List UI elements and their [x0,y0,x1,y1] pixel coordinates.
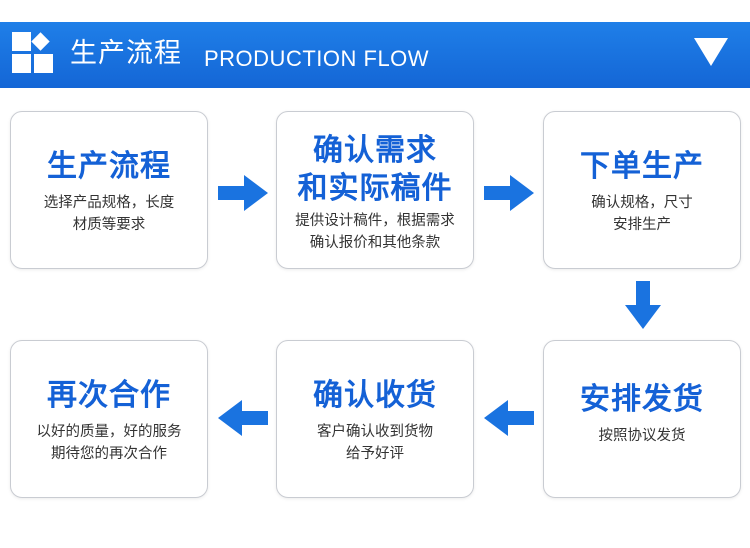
step-card-3: 下单生产 确认规格，尺寸 安排生产 [543,111,741,269]
step-desc: 提供设计稿件，根据需求 [295,213,455,229]
arrow-left-icon [218,400,268,436]
step-desc: 确认规格，尺寸 [591,195,693,211]
step-title: 再次合作 [47,378,171,413]
step-desc: 确认报价和其他条款 [309,235,441,251]
step-desc: 材质等要求 [72,217,146,233]
arrow-right-icon [218,175,268,211]
step-desc: 以好的质量，好的服务 [36,424,182,440]
header-bar: 生产流程 PRODUCTION FLOW [0,22,750,88]
step-desc: 安排生产 [613,217,671,233]
step-title: 安排发货 [580,382,704,417]
step-desc: 给予好评 [346,446,404,462]
chevron-down-icon[interactable] [694,38,728,66]
header-title-cn: 生产流程 [70,38,182,69]
arrow-down-icon [625,281,661,329]
grid-logo-icon [12,32,54,74]
arrow-right-icon [484,175,534,211]
step-desc: 期待您的再次合作 [51,446,167,462]
step-card-2: 确认需求 和实际稿件 提供设计稿件，根据需求 确认报价和其他条款 [276,111,474,269]
arrow-left-icon [484,400,534,436]
header-title-en: PRODUCTION FLOW [204,46,430,71]
step-title: 生产流程 [47,149,171,184]
step-card-5: 确认收货 客户确认收到货物 给予好评 [276,340,474,498]
step-desc: 按照协议发货 [598,428,686,444]
step-title: 确认需求 [313,133,437,168]
step-title: 和实际稿件 [297,171,453,206]
step-desc: 选择产品规格，长度 [43,195,175,211]
step-title: 下单生产 [580,149,704,184]
step-card-6: 再次合作 以好的质量，好的服务 期待您的再次合作 [10,340,208,498]
step-card-1: 生产流程 选择产品规格，长度 材质等要求 [10,111,208,269]
step-card-4: 安排发货 按照协议发货 [543,340,741,498]
step-title: 确认收货 [313,378,437,413]
step-desc: 客户确认收到货物 [317,424,433,440]
